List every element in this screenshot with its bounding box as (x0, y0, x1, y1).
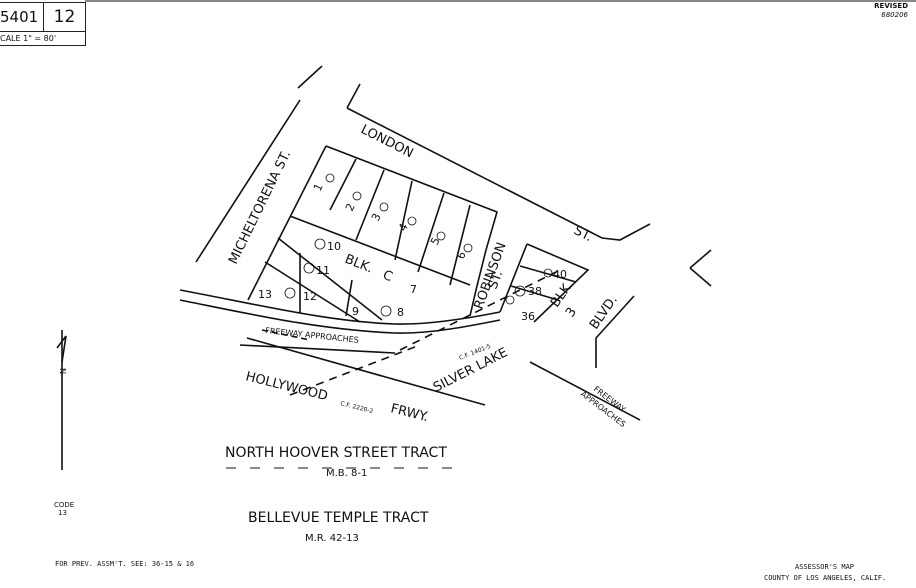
lot-number: 36 (521, 310, 535, 323)
lot-circles (284, 173, 553, 317)
lot-number: 11 (316, 264, 330, 277)
lot-number: 12 (303, 290, 317, 303)
case-file-2: C.F. 2220-2 (340, 400, 375, 415)
revised-label: REVISED (874, 2, 908, 10)
bellevue-ref: M.R. 42-13 (305, 533, 359, 544)
block-c-letter: C (381, 268, 395, 285)
revised-date: 680206 (881, 11, 908, 19)
block-labels: BLK. C BLK. 3 (343, 252, 581, 320)
frwy-label: FRWY. (389, 401, 430, 425)
lot-number: 10 (327, 240, 341, 253)
block-c-label: BLK. (343, 252, 375, 277)
lot-number: 4 (396, 221, 411, 233)
north-hoover-ref: M.B. 8-1 (326, 468, 367, 479)
previous-assessment-note: FOR PREV. ASSM'T. SEE: 36-15 & 16 (55, 560, 195, 568)
bellevue-tract: BELLEVUE TEMPLE TRACT (248, 510, 429, 526)
lot-number: 13 (258, 288, 272, 301)
lot-number: 3 (369, 211, 384, 223)
scale-label: CALE 1" = 80' (0, 31, 85, 46)
lot-number: 9 (352, 305, 359, 318)
assessors-map-label: ASSESSOR'S MAP (795, 563, 855, 571)
map-number-box: 5401 12 CALE 1" = 80' (0, 2, 86, 46)
micheltorena-street-label: MICHELTORENA ST. (226, 148, 294, 267)
north-arrow-label: N (59, 368, 68, 374)
lot-number: 7 (410, 283, 417, 296)
hollywood-label: HOLLYWOOD (244, 369, 329, 404)
lot-numbers: 1 2 3 4 5 6 7 8 9 10 11 12 13 38 40 36 (258, 181, 567, 323)
code-value: 13 (58, 509, 67, 517)
lot-number: 40 (553, 268, 567, 281)
code-label: CODE (54, 501, 74, 509)
north-hoover-tract: NORTH HOOVER STREET TRACT (225, 445, 447, 461)
block-3-number: 3 (563, 305, 580, 320)
robinson-st-suffix: ST. (486, 269, 507, 292)
london-st-suffix: ST. (571, 223, 595, 245)
lot-number: 38 (528, 285, 542, 298)
lot-number: 2 (343, 201, 358, 213)
tract-labels: NORTH HOOVER STREET TRACT M.B. 8-1 BELLE… (225, 445, 447, 544)
county-label: COUNTY OF LOS ANGELES, CALIF. (764, 574, 887, 582)
lot-number: 5 (428, 235, 443, 247)
book-number: 5401 (0, 3, 44, 31)
block-3-label: BLK. (548, 278, 577, 310)
lot-number: 8 (397, 306, 404, 319)
street-lines (56, 0, 916, 470)
revised-stamp: REVISED 680206 (874, 2, 908, 20)
lot-number: 6 (454, 249, 469, 261)
page-number: 12 (53, 7, 76, 27)
lot-number: 1 (311, 181, 326, 193)
blvd-label: BLVD. (587, 293, 621, 333)
